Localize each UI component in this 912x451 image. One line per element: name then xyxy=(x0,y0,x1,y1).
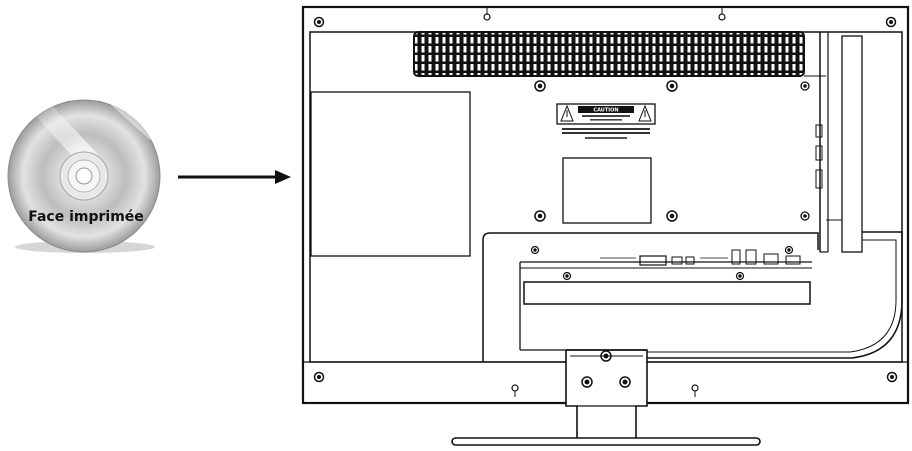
rating-label-box xyxy=(562,157,652,224)
disc-label: Face imprimée xyxy=(28,209,144,225)
bottom-edge-screw-1 xyxy=(511,384,519,397)
insert-arrow xyxy=(178,170,291,184)
side-screw-2 xyxy=(800,211,810,221)
vga-port xyxy=(639,255,667,266)
lower-housing xyxy=(482,231,903,362)
connector-board xyxy=(519,245,812,351)
top-edge-screw-2 xyxy=(718,7,726,21)
board-screw-2 xyxy=(784,245,794,255)
side-slot xyxy=(804,31,902,253)
disc-hole xyxy=(75,167,93,185)
lower-housing-inner xyxy=(645,239,897,353)
disc-shine-2 xyxy=(110,100,156,140)
caution-label: CAUTION xyxy=(556,103,656,139)
board-screw-4 xyxy=(735,271,745,281)
screw-bottom-left xyxy=(313,371,325,383)
caution-title: CAUTION xyxy=(593,108,618,114)
left-panel xyxy=(310,91,471,257)
board-screw-3 xyxy=(562,271,572,281)
top-edge-screw-1 xyxy=(483,7,491,21)
stand-base xyxy=(451,437,761,446)
screw-top-right xyxy=(885,16,897,28)
stand-screw-1 xyxy=(600,350,612,362)
disc: Face imprimée xyxy=(7,98,161,253)
screw-bottom-right xyxy=(886,371,898,383)
side-screw-1 xyxy=(800,81,810,91)
stand-bracket xyxy=(565,349,648,442)
vesa-screw-1 xyxy=(534,80,546,92)
port-6 xyxy=(785,255,801,265)
port-5 xyxy=(763,253,779,265)
stand-screw-3 xyxy=(619,376,631,388)
vesa-screw-2 xyxy=(666,80,678,92)
card-slot xyxy=(523,281,811,305)
top-vent xyxy=(413,31,805,77)
bottom-edge-screw-2 xyxy=(691,384,699,397)
vesa-screw-3 xyxy=(534,210,546,222)
port-1 xyxy=(671,256,683,265)
port-4 xyxy=(745,249,757,265)
stand-screw-2 xyxy=(581,376,593,388)
port-3 xyxy=(731,249,741,265)
vesa-screw-4 xyxy=(666,210,678,222)
board-screw-1 xyxy=(530,245,540,255)
screw-top-left xyxy=(313,16,325,28)
port-2 xyxy=(685,256,695,265)
tv-rear-panel: CAUTION xyxy=(301,5,910,446)
